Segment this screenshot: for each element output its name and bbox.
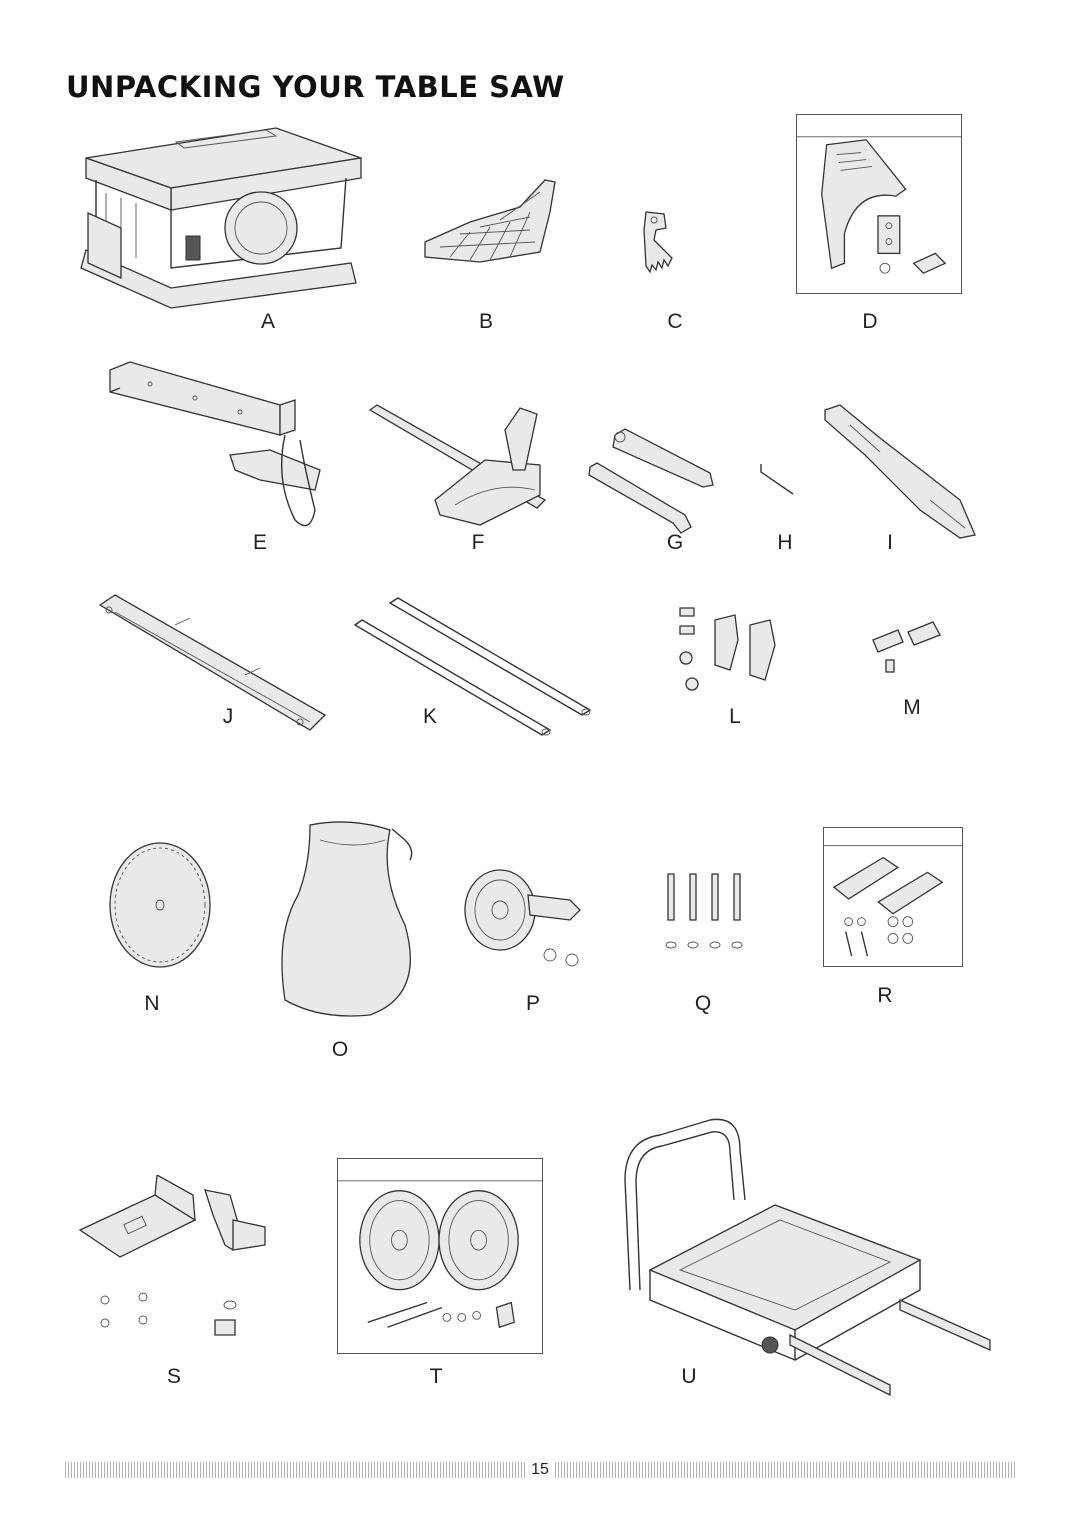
anti-kickback-pawl-icon [638,210,678,285]
bolts-washers-icon [660,870,750,960]
part-label-b: B [478,310,493,333]
part-label-k: K [422,705,437,728]
part-label-r: R [877,984,893,1007]
part-label-m: M [903,696,921,719]
tubes-icon [350,595,595,740]
part-label-j: J [222,705,234,728]
part-label-n: N [144,992,160,1015]
rip-fence-icon [100,360,340,540]
rail-icon [95,590,330,740]
part-label-i: I [887,531,893,554]
footer-rule-left [65,1462,527,1478]
page-number: 15 [531,1461,549,1478]
part-label-e: E [252,531,267,554]
mounting-brackets-icon [75,1175,275,1345]
dust-bag-icon [260,815,430,1020]
part-label-p: P [525,992,540,1015]
part-label-q: Q [694,992,712,1015]
part-label-u: U [681,1365,697,1388]
wheels-kit-icon [337,1158,543,1354]
part-label-g: G [666,531,684,554]
riving-knife-kit-icon [796,114,962,294]
stand-frame-icon [600,1110,995,1410]
part-label-o: O [331,1038,349,1061]
saw-blade-icon [105,840,215,970]
part-label-t: T [429,1365,443,1388]
push-stick-icon [820,400,980,540]
part-label-f: F [471,531,485,554]
footer-rule-right [555,1462,1015,1478]
part-label-h: H [777,531,793,554]
part-label-c: C [667,310,683,333]
blade-guard-icon [420,172,560,272]
handwheel-icon [460,855,590,975]
page-title: UNPACKING YOUR TABLE SAW [66,70,565,104]
blade-wrenches-icon [585,425,720,535]
part-label-d: D [862,310,878,333]
brackets-hardware-icon [670,600,790,700]
handles-hardware-kit-icon [823,827,963,967]
part-label-l: L [729,705,741,728]
part-label-s: S [166,1365,181,1388]
springs-hardware-icon [868,620,958,680]
hex-key-icon [755,460,800,500]
table-saw-icon [66,118,366,313]
miter-gauge-icon [365,400,580,530]
part-label-a: A [260,310,275,333]
